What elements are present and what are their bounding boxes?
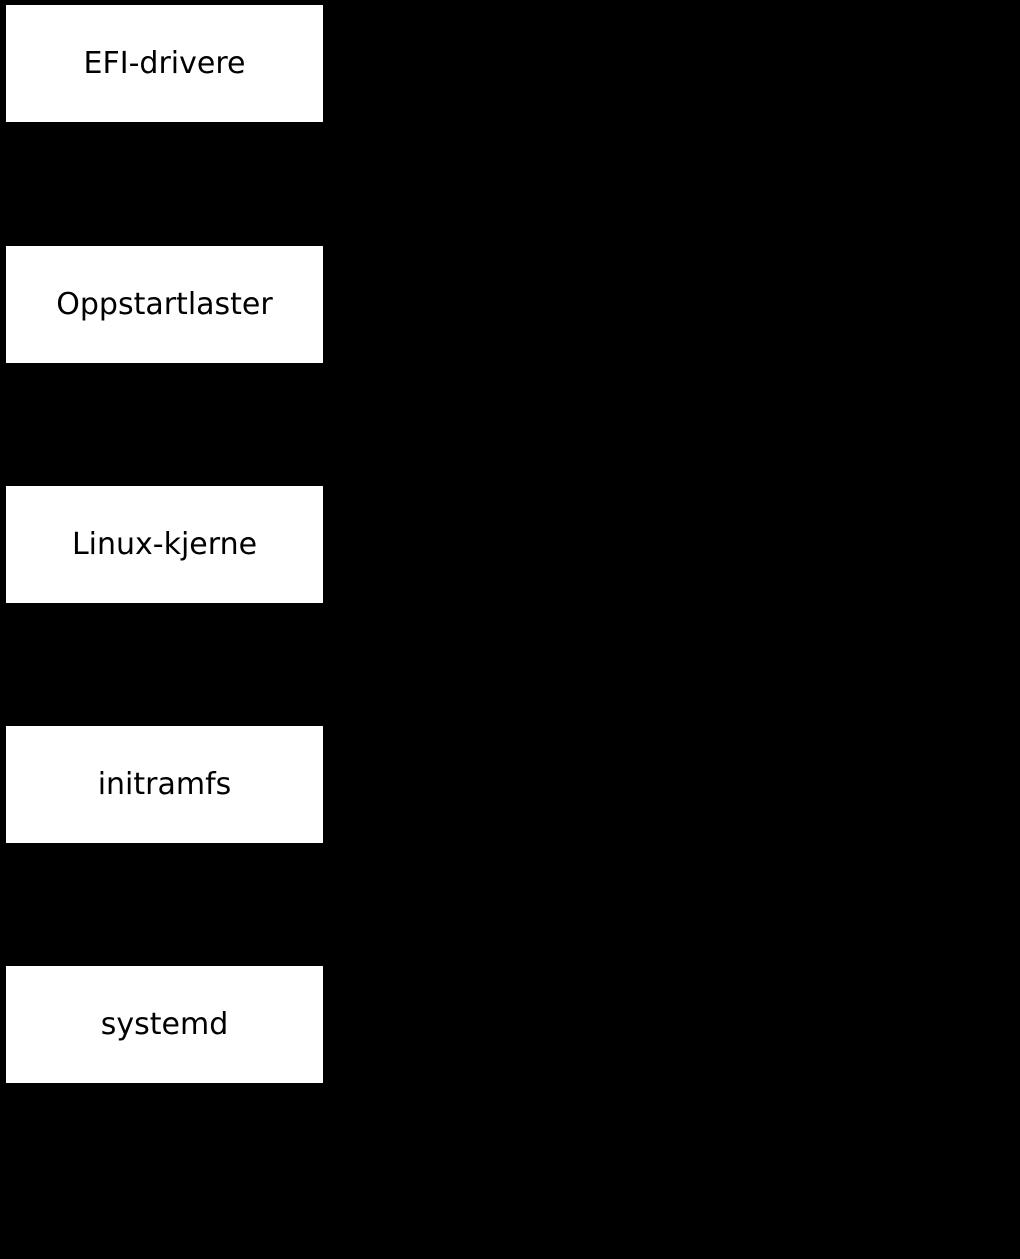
diagram-node-linux-kjerne: Linux-kjerne	[6, 486, 323, 603]
diagram-node-oppstartlaster: Oppstartlaster	[6, 246, 323, 363]
diagram-node-label: EFI-drivere	[83, 45, 246, 81]
diagram-node-label: Oppstartlaster	[56, 286, 273, 322]
diagram-node-systemd: systemd	[6, 966, 323, 1083]
diagram-node-label: systemd	[100, 1006, 229, 1042]
diagram-node-label: initramfs	[97, 766, 232, 802]
diagram-node-label: Linux-kjerne	[71, 526, 258, 562]
diagram-node-initramfs: initramfs	[6, 726, 323, 843]
diagram-node-efi-drivere: EFI-drivere	[6, 5, 323, 122]
